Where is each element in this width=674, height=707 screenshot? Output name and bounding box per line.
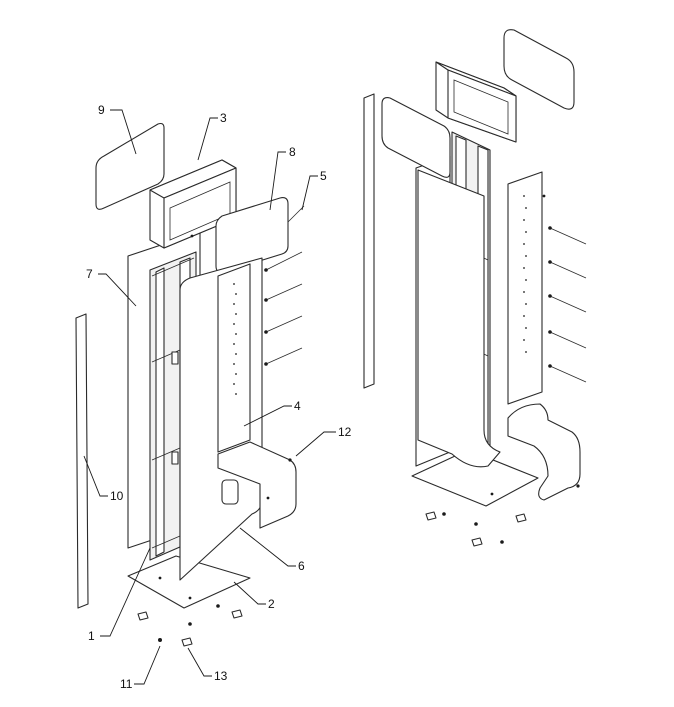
exploded-view: 9 3 8 5 7 4 12 10 bbox=[75, 103, 352, 691]
assembled-peg-hooks bbox=[542, 194, 587, 383]
svg-text:3: 3 bbox=[220, 111, 227, 125]
svg-text:8: 8 bbox=[289, 145, 296, 159]
assembled-side-strip bbox=[363, 93, 375, 389]
assembled-sign-panel bbox=[503, 29, 575, 110]
svg-text:5: 5 bbox=[320, 169, 327, 183]
svg-text:7: 7 bbox=[86, 267, 93, 281]
header-box-part-3 bbox=[149, 159, 237, 249]
assembled-shelf-bracket bbox=[507, 403, 581, 501]
callout-10: 10 bbox=[83, 455, 124, 503]
callout-9: 9 bbox=[98, 103, 137, 155]
assembled-header-box bbox=[435, 61, 517, 143]
peg-holes bbox=[233, 283, 237, 395]
svg-text:2: 2 bbox=[268, 597, 275, 611]
callout-4: 4 bbox=[243, 399, 301, 427]
svg-text:4: 4 bbox=[294, 399, 301, 413]
assembled-fasteners bbox=[442, 512, 504, 544]
svg-text:6: 6 bbox=[298, 559, 305, 573]
svg-text:1: 1 bbox=[88, 629, 95, 643]
callout-12: 12 bbox=[295, 425, 352, 457]
peg-hooks-part-5 bbox=[264, 205, 305, 462]
base-plate-part-2 bbox=[127, 555, 251, 609]
callout-5: 5 bbox=[301, 169, 327, 211]
assembled-base-plate bbox=[411, 449, 539, 507]
callout-2: 2 bbox=[233, 581, 275, 611]
svg-text:13: 13 bbox=[214, 669, 228, 683]
sign-panel-part-9 bbox=[95, 122, 165, 210]
peg-panel-part-4 bbox=[217, 263, 251, 453]
assembled-peg-panel bbox=[507, 171, 543, 405]
assembled-feet bbox=[425, 511, 527, 547]
feet-part-13 bbox=[137, 609, 243, 647]
assembled-peg-holes bbox=[523, 195, 527, 353]
svg-text:12: 12 bbox=[338, 425, 352, 439]
assembled-view bbox=[363, 29, 587, 547]
callout-8: 8 bbox=[269, 145, 296, 211]
shelf-bracket-part-12 bbox=[217, 441, 297, 529]
assembled-header-graphic bbox=[381, 97, 451, 178]
side-strip-part-10 bbox=[75, 313, 89, 609]
fasteners-part-11 bbox=[158, 604, 220, 642]
assembled-front-panel bbox=[417, 169, 501, 468]
svg-text:10: 10 bbox=[110, 489, 124, 503]
callout-7: 7 bbox=[86, 267, 137, 307]
svg-text:11: 11 bbox=[120, 677, 133, 691]
svg-text:9: 9 bbox=[98, 103, 105, 117]
callout-13: 13 bbox=[187, 647, 228, 683]
callout-1: 1 bbox=[88, 547, 151, 643]
callout-11: 11 bbox=[120, 645, 161, 691]
callout-3: 3 bbox=[197, 111, 227, 161]
callout-6: 6 bbox=[239, 527, 305, 573]
